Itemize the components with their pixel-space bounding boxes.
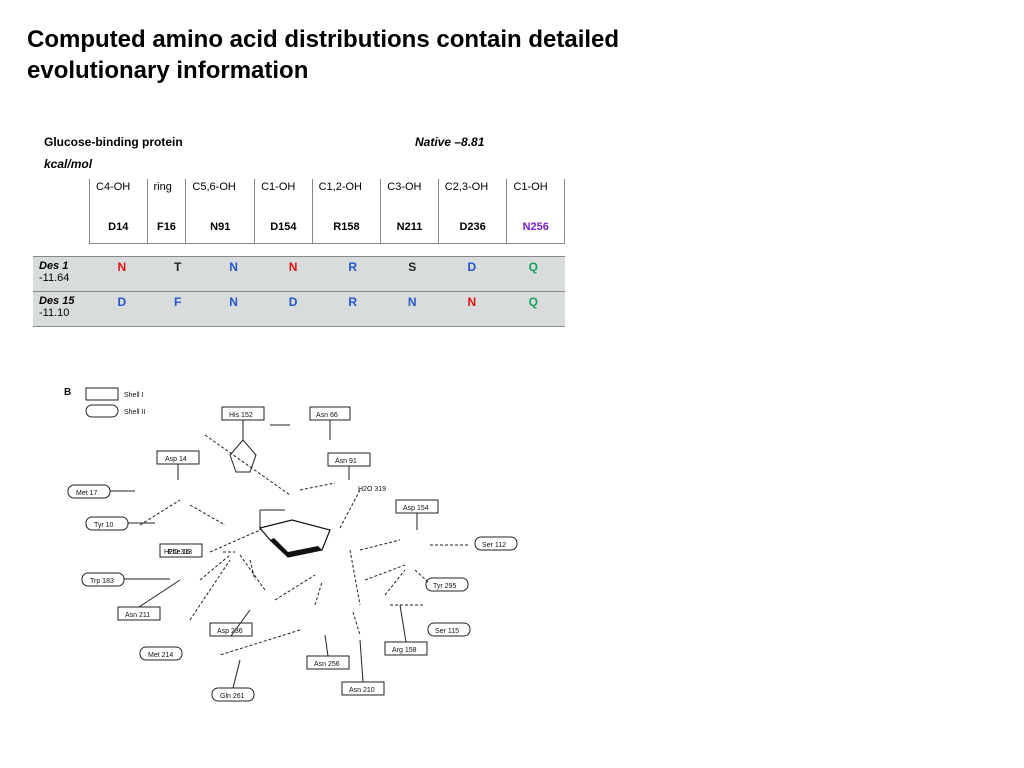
native-residue-cell: F16 [146, 210, 186, 244]
design-residue-cell: N [92, 256, 152, 292]
native-residue-cell: R158 [311, 210, 381, 244]
native-residue-cell: D14 [89, 210, 147, 244]
design-residue-cell: N [382, 291, 443, 327]
shell-i-residues: His 152 Asn 66 Asp 14 Asn 91 Asp 154 Asp… [117, 406, 439, 696]
native-energy-label: Native –8.81 [415, 135, 485, 149]
covalent-bonds [110, 420, 418, 689]
design-residue-cell: Q [501, 291, 565, 327]
svg-text:Tyr 10: Tyr 10 [94, 522, 114, 529]
design-energy: -11.64 [39, 272, 70, 284]
svg-text:Arg 158: Arg 158 [392, 647, 417, 654]
design-residue-cell: N [263, 256, 323, 292]
water-313-label: H2O 313 [164, 549, 192, 556]
site-cell: C4-OH [89, 179, 147, 210]
shell-ii-legend-box [85, 404, 119, 418]
site-cell: C1-OH [506, 179, 565, 210]
design-name: Des 15 [39, 295, 75, 307]
svg-text:Ser 112: Ser 112 [482, 542, 506, 549]
svg-text:Asn 210: Asn 210 [349, 687, 375, 694]
design-residue-cell: D [442, 256, 502, 292]
native-residue-cell: N91 [185, 210, 255, 244]
svg-text:Asp 236: Asp 236 [217, 628, 243, 635]
shell-i-legend-box [85, 387, 119, 401]
svg-text:Met 214: Met 214 [148, 652, 173, 659]
design-residue-cell: Q [501, 256, 565, 292]
site-cell: C1-OH [254, 179, 313, 210]
units-label: kcal/mol [44, 157, 93, 171]
panel-label: B [64, 387, 71, 398]
native-residue-cell: D154 [254, 210, 313, 244]
page-title: Computed amino acid distributions contai… [27, 26, 620, 84]
svg-text:Asp 14: Asp 14 [165, 456, 187, 463]
svg-text:Asn 256: Asn 256 [314, 661, 340, 668]
shell-ii-residues: Met 17 Tyr 10 Trp 183 Met 214 Gln 261 Se… [67, 484, 518, 702]
shell-i-legend-label: Shell I [124, 392, 144, 399]
site-cell: C3-OH [380, 179, 439, 210]
design-label: Des 15-11.10 [33, 291, 92, 327]
protein-label: Glucose-binding protein [44, 135, 183, 149]
native-residue-cell: N211 [380, 210, 439, 244]
design-residue-cell: N [203, 256, 264, 292]
svg-text:Trp 183: Trp 183 [90, 578, 114, 585]
design-residue-cell: S [382, 256, 443, 292]
binding-diagram: B Shell I Shell II [64, 387, 518, 702]
glucose-ring-bold-edge [270, 538, 322, 557]
design-residue-cell: T [151, 256, 204, 292]
site-cell: C2,3-OH [437, 179, 507, 210]
svg-text:Asn 211: Asn 211 [125, 612, 150, 619]
svg-text:Gln 261: Gln 261 [220, 693, 245, 700]
native-residue-cell: N256 [506, 210, 565, 244]
design-residue-cell: D [263, 291, 323, 327]
design-name: Des 1 [39, 260, 69, 272]
svg-text:His 152: His 152 [229, 412, 253, 419]
svg-text:Phe 16: Phe 16 [168, 549, 190, 556]
svg-text:Asp 154: Asp 154 [403, 505, 429, 512]
design-residue-cell: F [151, 291, 204, 327]
design-energy: -11.10 [39, 307, 70, 319]
design-residue-cell: D [92, 291, 152, 327]
site-cell: C1,2-OH [311, 179, 381, 210]
design-label: Des 1-11.64 [33, 256, 92, 292]
design-residue-cell: R [322, 256, 383, 292]
svg-text:Met 17: Met 17 [76, 490, 98, 497]
svg-text:Asn 66: Asn 66 [316, 412, 338, 419]
site-cell: C5,6-OH [185, 179, 255, 210]
svg-text:Ser 115: Ser 115 [435, 628, 459, 635]
water-319-label: H2O 319 [358, 486, 386, 493]
hydrogen-bond-lines [139, 434, 470, 656]
design-residue-cell: R [322, 291, 383, 327]
native-residue-cell: D236 [437, 210, 507, 244]
site-cell: ring [146, 179, 186, 210]
svg-text:Asn 91: Asn 91 [335, 458, 357, 465]
design-residue-cell: N [203, 291, 264, 327]
shell-ii-legend-label: Shell II [124, 409, 145, 416]
design-residue-cell: N [442, 291, 502, 327]
svg-text:Tyr 295: Tyr 295 [433, 583, 456, 590]
